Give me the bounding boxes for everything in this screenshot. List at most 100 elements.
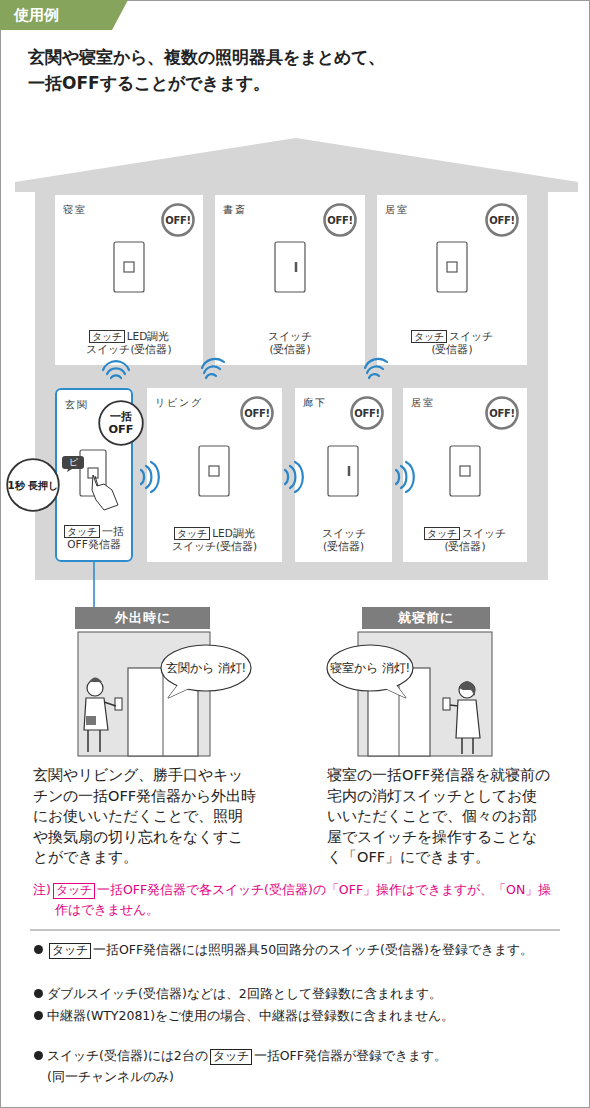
circle-shape — [487, 398, 518, 429]
text-wrap: 使用例 — [0, 0, 128, 30]
scene-before-bed — [456, 700, 480, 738]
scene-before-bed — [459, 682, 475, 698]
text-wrap: OFF! — [161, 203, 195, 237]
switch-icon — [199, 446, 229, 496]
room-name: 書斎 — [223, 203, 247, 217]
switch-icon — [447, 262, 457, 272]
off-badge: OFF! — [350, 396, 384, 430]
wireless-signal — [285, 470, 288, 484]
switch-icon — [114, 242, 144, 292]
text-wrap: 玄関から 消灯! — [160, 644, 252, 692]
node-text: 使用例 — [14, 6, 59, 25]
switch-icon — [124, 262, 134, 272]
connector — [94, 562, 95, 607]
bubble-shape — [161, 645, 251, 691]
text-wrap: 寝室から 消灯! — [326, 644, 414, 692]
circle-shape — [352, 398, 383, 429]
room-caption: タッチLED調光 スイッチ(受信器) — [73, 330, 185, 357]
room-floor — [295, 388, 392, 562]
label-text: 一括OFF発信器が登録できます。 — [254, 1048, 447, 1063]
switch-icon — [328, 446, 358, 496]
text-wrap: ピ — [62, 456, 84, 469]
node-text: 就寝前に — [398, 609, 454, 627]
speech-bubble: 玄関から 消灯! — [160, 644, 252, 692]
switch-icon — [460, 466, 470, 476]
body-text: 玄関やリビング、勝手口やキッチンの一括OFF発信器から外出時にお使いいただくこと… — [33, 765, 257, 868]
label-text: 玄関やリビング、勝手口やキッチンの一括OFF発信器から外出時にお使いいただくこと… — [33, 767, 256, 865]
wireless-signal — [111, 375, 121, 378]
pressing-hand — [92, 475, 118, 510]
wireless-signal — [107, 368, 125, 374]
bubble-tail-cover — [168, 682, 194, 698]
node-text: OFF! — [354, 408, 380, 419]
touch-badge: タッチ — [424, 527, 460, 540]
bullet-note: ダブルスイッチ(受信器)などは、2回路として登録数に含まれます。 — [33, 984, 567, 1004]
room-floor — [377, 195, 527, 365]
section-tab: 使用例 — [0, 0, 128, 30]
node-text: OFF! — [244, 408, 270, 419]
room-caption: タッチスイッチ (受信器) — [406, 330, 498, 357]
switch-icon — [437, 242, 467, 292]
body-text: (同一チャンネルのみ) — [47, 1067, 547, 1087]
circle-shape — [7, 459, 59, 511]
room-name: 居室 — [411, 396, 435, 410]
room-name: リビング — [155, 396, 203, 410]
caution-note: 注)タッチ一括OFF発信器で各スイッチ(受信器)の「OFF」操作はできますが、「… — [33, 880, 558, 920]
tab-shape — [0, 0, 128, 30]
pressing-hand — [95, 476, 98, 486]
body-text: 寝室の一括OFF発信器を就寝前の宅内の消灯スイッチとしてお使いいただくことで、個… — [327, 765, 551, 868]
node-text: スイッチ (受信器) — [322, 527, 366, 553]
node-text: 外出時に — [115, 609, 171, 627]
press-badge: 1秒 長押し — [6, 458, 60, 512]
node-text: ピ — [69, 456, 78, 469]
scene-going-out — [88, 730, 100, 752]
text-wrap: OFF! — [323, 203, 357, 237]
room-caption: スイッチ (受信器) — [259, 330, 321, 357]
label-text: (同一チャンネルのみ) — [47, 1069, 174, 1084]
text-wrap: 就寝前に — [362, 607, 490, 629]
bullet-note: タッチ一括OFF発信器には照明器具50回路分のスイッチ(受信器)を登録できます。 — [33, 940, 567, 960]
room-name: 廊下 — [303, 396, 327, 410]
title: 玄関や寝室から、複数の照明器具をまとめて、 一括OFFすることができます。 — [28, 44, 390, 97]
room-box: 廊下スイッチ (受信器) OFF! — [295, 388, 392, 562]
scene-going-out — [86, 716, 96, 725]
label-text: スイッチ(受信器)には2台の — [47, 1048, 208, 1063]
switch-icon — [209, 466, 219, 476]
switch-icon — [450, 446, 480, 496]
node-text: OFF! — [327, 215, 353, 226]
touch-badge: タッチ — [53, 883, 95, 899]
label-text: 注) — [33, 882, 51, 897]
label-text: 寝室の一括OFF発信器を就寝前の宅内の消灯スイッチとしてお使いいただくことで、個… — [327, 767, 550, 865]
room-box: 居室タッチスイッチ (受信器)OFF! — [377, 195, 527, 365]
scene-going-out — [115, 698, 122, 710]
node-text: 玄関から 消灯! — [166, 661, 246, 676]
room-name: 寝室 — [63, 203, 87, 217]
wireless-signal — [406, 462, 414, 492]
room-floor — [403, 388, 527, 562]
switch-icon — [295, 262, 298, 272]
circle-shape — [487, 205, 518, 236]
scene-before-bed — [459, 681, 475, 696]
wireless-signal — [141, 470, 144, 484]
off-badge: OFF! — [161, 203, 195, 237]
separator-line — [30, 930, 560, 931]
circle-shape — [163, 205, 194, 236]
bubble-shape — [62, 456, 84, 472]
wireless-signal — [401, 466, 406, 488]
separator-line — [30, 930, 560, 931]
switch-icon — [275, 242, 305, 292]
text-wrap: 外出時に — [75, 607, 210, 629]
room-name: 玄関 — [65, 398, 89, 412]
wireless-signal — [295, 462, 303, 492]
node-text: OFF! — [489, 215, 515, 226]
wireless-signal — [365, 359, 387, 368]
bullet-note: 中継器(WTY2081)をご使用の場合、中継器は登録数に含まれません。 — [33, 1006, 567, 1026]
touch-badge: タッチ — [210, 1049, 252, 1065]
wireless-signal — [206, 374, 216, 378]
wireless-signal — [202, 359, 224, 368]
text-wrap: 1秒 長押し — [6, 458, 60, 512]
bubble-shape — [327, 645, 413, 691]
